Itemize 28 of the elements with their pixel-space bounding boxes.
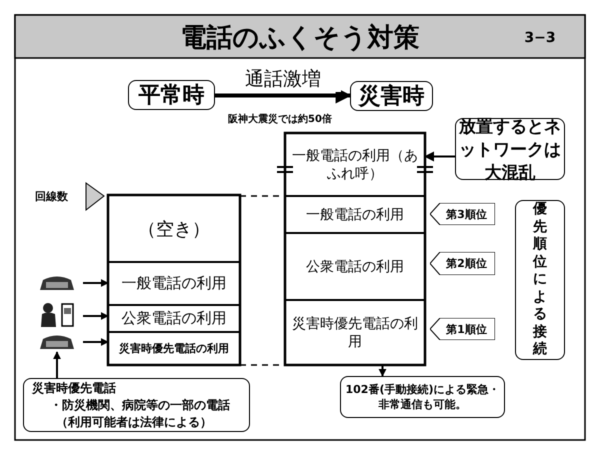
- arrow: [215, 88, 352, 104]
- rounded-box: 102番(手動接続)による緊急・非常通信も可能。: [340, 376, 505, 418]
- bar-segment: 公衆電話の利用: [108, 305, 240, 332]
- arrow: [83, 312, 109, 320]
- person-at-phone-icon: [38, 302, 76, 327]
- pentagon-tag: 第2順位: [430, 252, 495, 275]
- arrow: [83, 279, 109, 287]
- telephone-icon: [38, 274, 76, 292]
- note-box: 災害時優先電話 ・防災機関、病院等の一部の電話 （利用可能者は法律による）: [23, 378, 250, 432]
- bar-segment: 一般電話の利用: [285, 196, 425, 233]
- pentagon-tag: 第1順位: [430, 318, 495, 340]
- dashed-line: [240, 195, 285, 197]
- telephone-icon: [38, 333, 76, 351]
- axis-label: 回線数: [35, 189, 68, 204]
- bar-segment: 公衆電話の利用: [285, 233, 425, 300]
- note: 阪神大震災では約50倍: [227, 112, 333, 126]
- pentagon-tag: 第3順位: [430, 203, 495, 225]
- bar-segment: 一般電話の利用: [108, 262, 240, 305]
- rounded-box: 優先順位による接続: [515, 200, 565, 360]
- title: 電話のふくそう対策: [180, 22, 420, 55]
- dashed-line: [240, 364, 285, 366]
- arrow: [424, 152, 455, 162]
- arrow: [378, 365, 386, 377]
- rounded-box: 平常時: [128, 80, 215, 110]
- arrow: [53, 351, 61, 378]
- page-number: 3−3: [523, 30, 557, 46]
- rounded-box: 災害時: [350, 81, 433, 111]
- arrow: [83, 338, 109, 346]
